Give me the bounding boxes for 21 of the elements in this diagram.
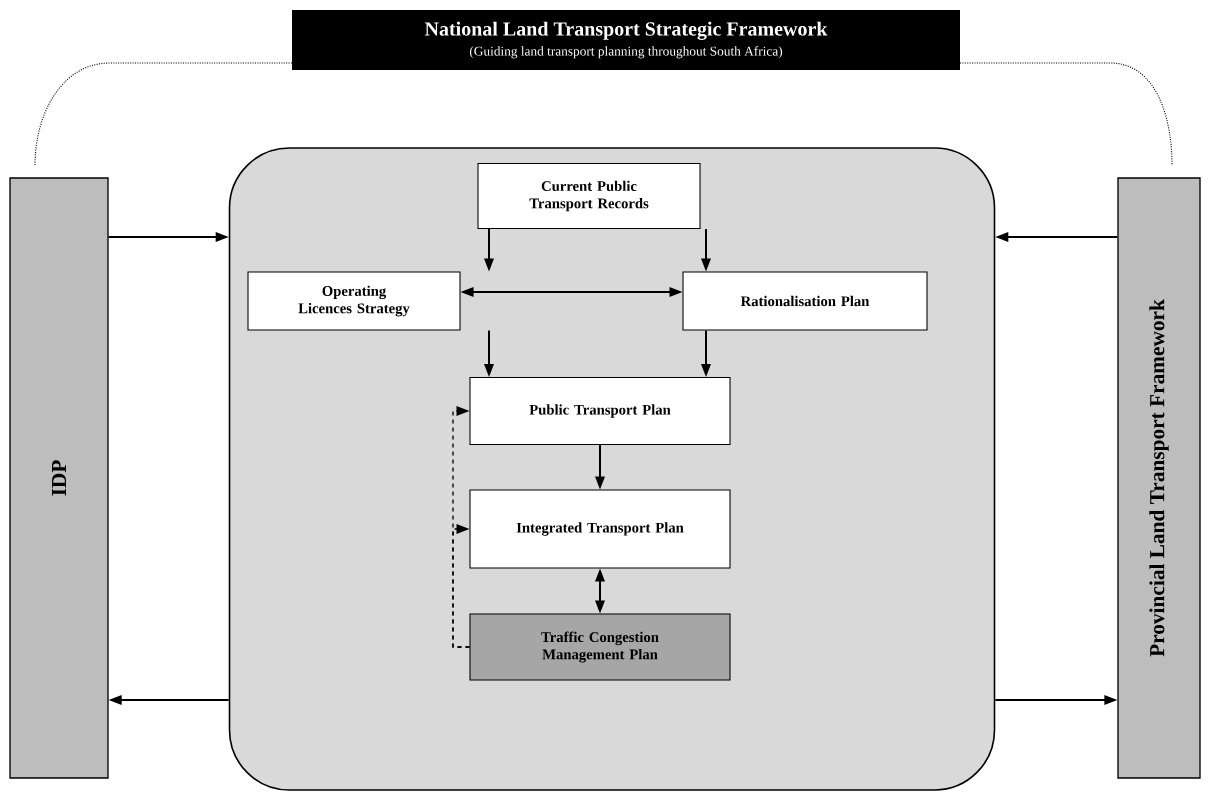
arrow xyxy=(595,444,605,490)
arrow xyxy=(995,232,1119,242)
process-box: Operating Licences Strategy xyxy=(247,271,461,331)
arrow xyxy=(108,695,230,705)
side-band: IDP xyxy=(9,177,109,779)
process-box: Rationalisation Plan xyxy=(682,271,928,331)
process-box: Public Transport Plan xyxy=(469,376,731,446)
arrow xyxy=(452,524,471,648)
title-banner: National Land Transport Strategic Framework (Guiding land transport planning throughout South Africa) xyxy=(292,10,960,70)
arrow xyxy=(484,329,494,377)
side-band: Provincial Land Transport Framework xyxy=(1117,177,1201,779)
arrow xyxy=(994,695,1118,705)
process-box: Integrated Transport Plan xyxy=(469,489,731,569)
arrow xyxy=(701,228,711,272)
process-box: Traffic Congestion Management Plan xyxy=(469,613,731,681)
arrow xyxy=(484,228,494,272)
arrow xyxy=(595,568,605,614)
arrow xyxy=(107,232,229,242)
arrow xyxy=(701,329,711,377)
process-box: Current Public Transport Records xyxy=(477,162,701,230)
arrow xyxy=(460,287,683,297)
